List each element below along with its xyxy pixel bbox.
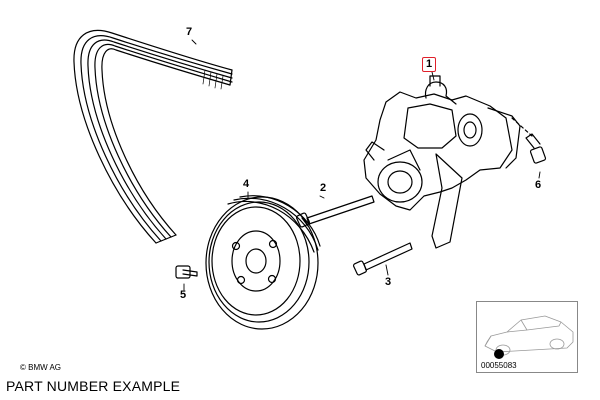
diagram-code: 00055083	[481, 361, 517, 370]
location-marker-icon	[494, 349, 504, 359]
power-steering-pump[interactable]	[363, 75, 521, 249]
callout-5-pulley-bolt[interactable]: 5	[180, 289, 187, 301]
pulley-bolt[interactable]	[175, 265, 198, 279]
caption: PART NUMBER EXAMPLE	[6, 378, 181, 394]
flange-bolt[interactable]	[511, 117, 547, 164]
short-bolt[interactable]	[352, 242, 413, 276]
callout-2-long-bolt[interactable]: 2	[320, 182, 327, 194]
callout-7-belt[interactable]: 7	[186, 26, 193, 38]
drive-belt[interactable]	[73, 29, 233, 244]
pulley[interactable]	[205, 195, 321, 330]
callout-6-flange-bolt[interactable]: 6	[535, 179, 542, 191]
callout-4-pulley[interactable]: 4	[243, 178, 250, 190]
vehicle-locator-inset: 00055083	[476, 301, 578, 373]
copyright-notice: © BMW AG	[20, 363, 62, 372]
callout-1-pump[interactable]: 1	[422, 57, 437, 72]
callout-3-short-bolt[interactable]: 3	[385, 276, 392, 288]
leader-lines	[183, 39, 541, 291]
long-bolt[interactable]	[295, 195, 375, 228]
car-outline	[484, 315, 574, 359]
